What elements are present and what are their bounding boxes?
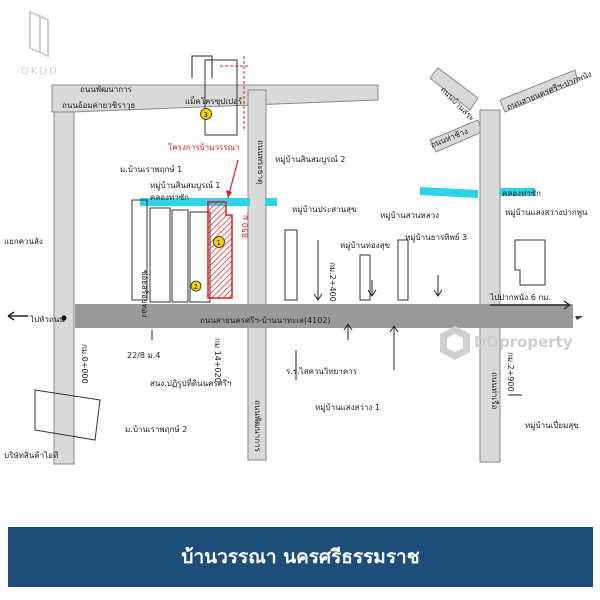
label-junction: แยกควนลัง (4, 237, 43, 246)
label-makro: แม็คโครซุปเปอร์ (185, 96, 243, 106)
label-canal-right: คลองท่าซัก (502, 189, 541, 198)
arrow-right-icon (490, 300, 571, 310)
label-village-sahamit: ม.บ้านเราพฤกษ์ 1 (120, 164, 182, 174)
label-km-left: กม.0+000 (80, 344, 89, 384)
project-marker-icon (213, 236, 225, 248)
label-km-right: กม.2+900 (506, 352, 515, 392)
label-school: ร.ร.ไสควนวิทยาคาร (286, 367, 358, 376)
ddproperty-watermark: DDproperty (474, 333, 573, 351)
label-km-14: กม 14+020 (213, 338, 222, 383)
label-village-sahamit2: ม.บ้านเราพฤกษ์ 2 (125, 424, 187, 434)
svg-text:3: 3 (204, 111, 208, 119)
label-road-main: ถนนสายนครศรีฯ-บ้านนาทะเล(4102) (200, 316, 331, 325)
title-banner: บ้านวรรณา นครศรีธรรมราช (8, 527, 593, 587)
label-road-left-v: ซอยสร้อยทอง (140, 270, 149, 318)
label-village-sinsomboon2: หมู่บ้านสินสมบูรณ์ 2 (275, 154, 346, 165)
arrow-left-icon (7, 311, 28, 321)
road-network (51, 67, 579, 465)
banner-title: บ้านวรรณา นครศรีธรรมราช (181, 546, 420, 568)
label-road-top2: ถนนอ้อมค่ายวชิราวุธ (62, 101, 135, 110)
label-village-pin: หมู่บ้านเปี่ยมสุข (525, 419, 579, 431)
main-road (75, 304, 573, 328)
label-village-suanluang: หมู่บ้านสวนหลวง (380, 211, 439, 221)
okdd-logo-icon (29, 10, 49, 58)
label-village-thanthip: หมู่บ้านธารทิพย์ 3 (405, 232, 467, 243)
label-bottom-left: บริษัทสินค้าไอที (4, 451, 58, 460)
pointer-arrows (151, 240, 522, 396)
label-village-thongsuk: หมู่บ้านทองสุข (340, 241, 390, 251)
label-village-sinsomboon: หมู่บ้านสินสมบูรณ์ 1 (150, 180, 221, 191)
label-soi-22: 22/8 ม.4 (127, 351, 160, 360)
svg-text:1: 1 (217, 239, 221, 247)
label-road-mid-v: ถนนพระธาตุ (256, 140, 265, 184)
canal-right (420, 187, 478, 198)
label-village-prasansuk: หมู่บ้านประสานสุข (292, 205, 356, 215)
village-marker-icon (190, 280, 202, 292)
label-km-mid: กม.2+400 (328, 262, 337, 302)
label-village-sangsawang2: หมู่บ้านแสงสว่าง 1 (315, 403, 380, 413)
watermark-brand: OKDD (21, 66, 59, 77)
label-road-patana-v: ถนนพัฒนาการ (253, 400, 262, 453)
makro-marker-icon (200, 108, 212, 120)
project-plot (207, 201, 233, 299)
label-project: โครงการบ้านวรรณา (168, 142, 240, 152)
label-to-right: ไปปากพนัง 6 กม. (489, 293, 551, 302)
label-road-top: ถนนพัฒนาการ (80, 85, 133, 94)
label-distance: 850 ม. (241, 212, 250, 238)
location-map: OKDD (4, 10, 594, 465)
label-office: สนง.ปฏิรูปที่ดินนครศรีฯ (150, 377, 232, 389)
label-village-sangsawang: หมู่บ้านแสงสว่างปากพูน (505, 208, 588, 218)
label-road-tha-v: ถนนท่าเรือ (490, 372, 499, 410)
ddproperty-logo-icon (440, 326, 470, 360)
label-canal-left: คลองท่าซัก (150, 193, 189, 202)
svg-text:2: 2 (194, 283, 198, 291)
junction-dot (61, 315, 67, 321)
canal-left (140, 198, 250, 206)
label-to-left: ไปหัวถนน (29, 315, 65, 324)
